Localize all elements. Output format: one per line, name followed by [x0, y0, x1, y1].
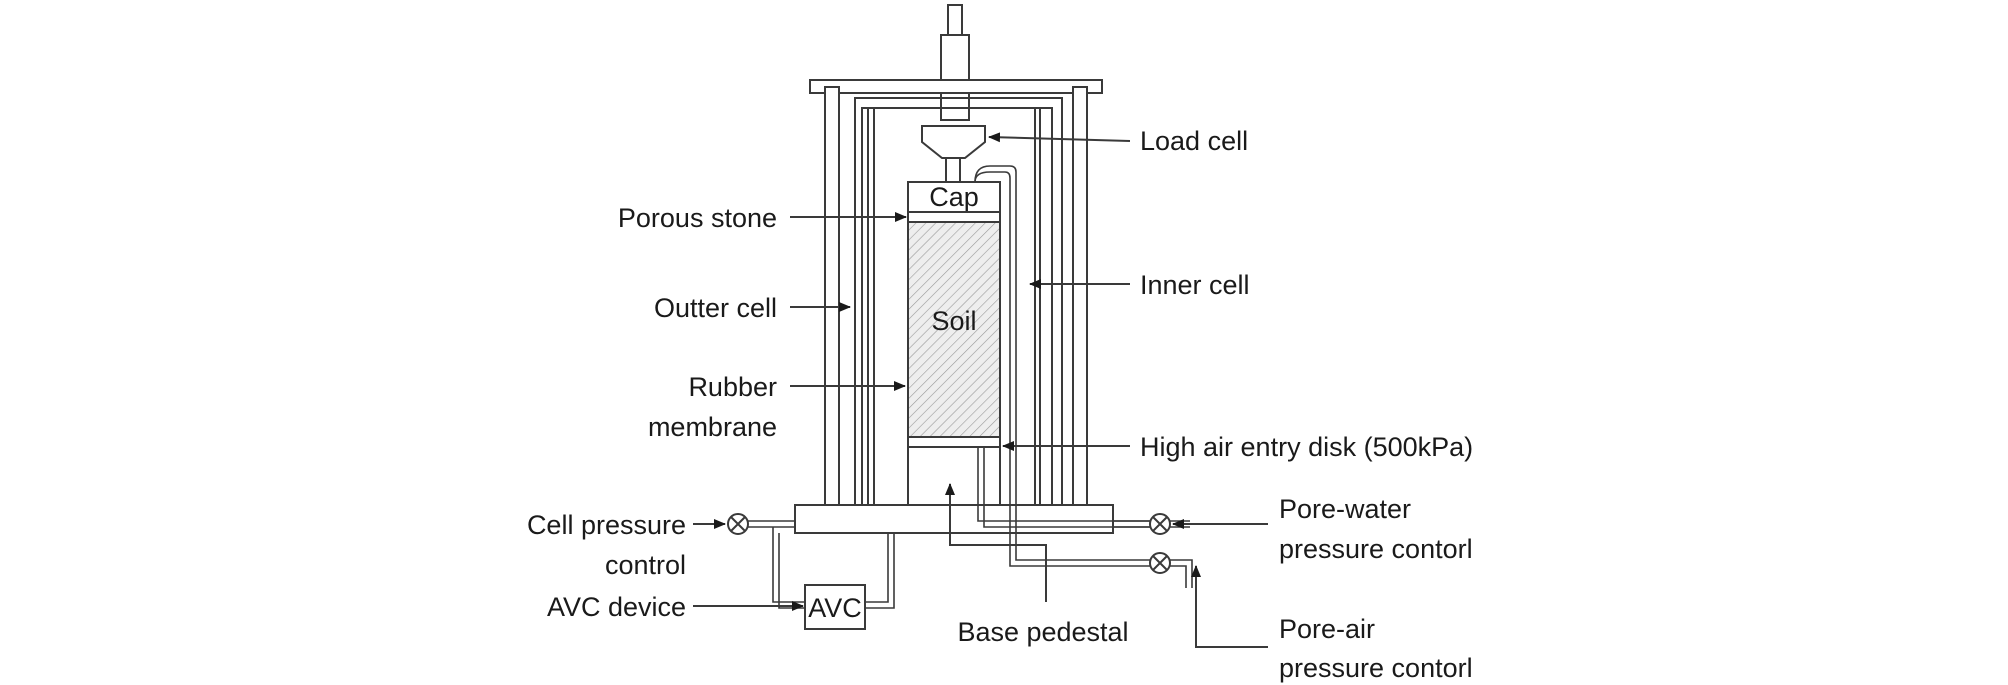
pore-air-valve [1149, 552, 1193, 588]
label-pore-water-line2: pressure contorl [1279, 534, 1473, 564]
label-base-pedestal: Base pedestal [957, 617, 1128, 647]
soil-label: Soil [931, 306, 976, 336]
cap [907, 181, 1001, 213]
inner-cell-frame [854, 97, 1063, 506]
avc-lines [772, 527, 895, 609]
label-pore-water-line1: Pore-water [1279, 494, 1411, 524]
pore-water-valve [1113, 513, 1190, 535]
loading-ram [940, 4, 970, 121]
soil-specimen [907, 221, 1001, 438]
label-cell-pressure-line1: Cell pressure [527, 510, 686, 540]
porous-stone [907, 211, 1001, 223]
label-rubber-membrane-line1: Rubber [688, 372, 777, 402]
label-high-air-entry-disk: High air entry disk (500kPa) [1140, 432, 1473, 462]
label-avc-device: AVC device [547, 592, 686, 622]
cap-label: Cap [929, 182, 979, 212]
label-cell-pressure-line2: control [605, 550, 686, 580]
label-rubber-membrane-line2: membrane [648, 412, 777, 442]
leader-lines [693, 132, 1268, 648]
base-plate [794, 504, 1114, 534]
label-pore-air-line1: Pore-air [1279, 614, 1375, 644]
avc-label: AVC [808, 593, 862, 623]
label-outter-cell: Outter cell [654, 293, 777, 323]
load-cell [921, 125, 986, 183]
pore-air-tube [974, 165, 1150, 567]
base-pedestal [907, 446, 1001, 508]
top-plate [809, 79, 1103, 94]
high-air-entry-disk [907, 436, 1001, 448]
label-inner-cell: Inner cell [1140, 270, 1250, 300]
avc-device [804, 584, 866, 630]
label-porous-stone: Porous stone [618, 203, 777, 233]
cell-pressure-valve [727, 513, 795, 535]
label-pore-air-line2: pressure contorl [1279, 653, 1473, 683]
pore-water-tube [977, 447, 1150, 528]
label-load-cell: Load cell [1140, 126, 1248, 156]
